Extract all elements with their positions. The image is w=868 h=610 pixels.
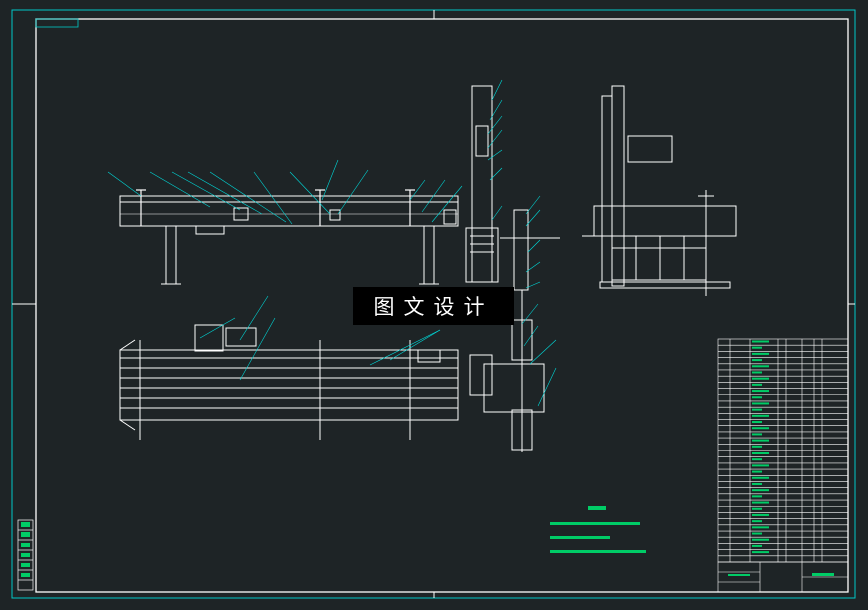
parts-list-cell-text — [752, 520, 762, 523]
parts-list-rows — [718, 344, 848, 557]
parts-list-cell-text — [752, 402, 769, 405]
parts-list-cell-text — [752, 544, 762, 547]
center-marks — [12, 10, 855, 598]
parts-list-table — [717, 338, 849, 563]
parts-list-cell-text — [752, 433, 762, 436]
parts-list-cell-text — [752, 532, 762, 535]
parts-list-cell-text — [752, 526, 769, 529]
parts-list-cell-text — [752, 458, 762, 461]
front-view — [107, 159, 463, 285]
section-view — [465, 79, 560, 452]
parts-list-cell-text — [752, 538, 769, 541]
parts-list-cell-text — [752, 383, 762, 386]
top-view — [119, 295, 459, 440]
tech-notes — [550, 506, 646, 553]
parts-list-cell-text — [752, 452, 769, 454]
parts-list-cell-text — [752, 365, 769, 368]
watermark-label: 图文设计 — [353, 287, 514, 325]
parts-list-cell-text — [752, 482, 762, 485]
parts-list-cell-text — [752, 346, 762, 349]
parts-list-cell-text — [752, 464, 769, 467]
parts-list-cell-text — [752, 377, 769, 380]
parts-list-cell-text — [752, 352, 769, 355]
parts-list-cell-text — [752, 408, 762, 411]
parts-list-cell-text — [752, 390, 769, 393]
title-block — [717, 561, 849, 593]
parts-list-cell-text — [752, 359, 762, 362]
inner-border — [35, 18, 849, 593]
side-view — [582, 85, 737, 296]
parts-list-cell-text — [752, 439, 769, 442]
parts-list-cell-text — [752, 501, 769, 504]
parts-list-cell-text — [752, 427, 769, 430]
parts-list-text — [752, 340, 769, 554]
parts-list-cell-text — [752, 340, 769, 343]
parts-list-cell-text — [752, 421, 762, 424]
parts-list-cell-text — [752, 551, 769, 554]
parts-list-cell-text — [752, 445, 762, 448]
corner-tab — [35, 18, 79, 28]
parts-list-cell-text — [752, 513, 769, 516]
parts-list-cell-text — [752, 495, 762, 498]
parts-list-cell-text — [752, 396, 762, 399]
parts-list-cell-text — [752, 371, 762, 374]
parts-list-cell-text — [752, 470, 762, 473]
parts-list-cell-text — [752, 414, 769, 417]
binding-edge-table — [17, 519, 34, 591]
parts-list-cell-text — [752, 476, 769, 479]
parts-list-cell-text — [752, 489, 769, 492]
parts-list-cell-text — [752, 507, 762, 510]
